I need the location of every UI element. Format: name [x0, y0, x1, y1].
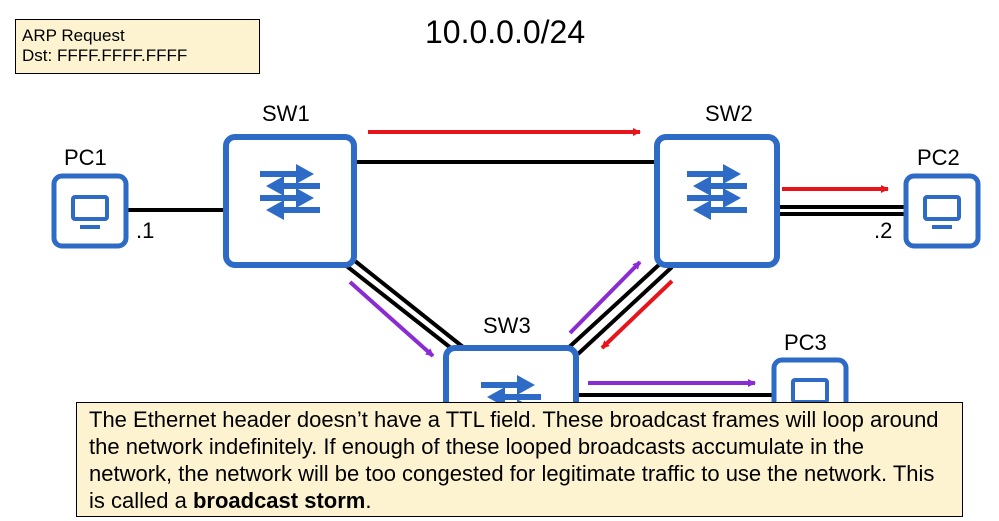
label-pc1: PC1	[64, 145, 107, 170]
switch-sw2[interactable]	[654, 134, 780, 268]
purple-arrow-sw1-to-sw3	[348, 280, 435, 358]
link-sw1-sw3-a	[342, 262, 458, 354]
arp-request-title: ARP Request	[22, 26, 125, 45]
label-sw1: SW1	[262, 101, 310, 126]
arp-request-destination: Dst: FFFF.FFFF.FFFF	[22, 46, 188, 65]
red-arrow-sw2-to-sw3	[600, 279, 674, 350]
arp-request-box: ARP Request Dst: FFFF.FFFF.FFFF	[15, 19, 260, 74]
pc-pc1[interactable]	[51, 173, 129, 249]
note-emphasis: broadcast storm	[192, 488, 366, 513]
subnet-title: 10.0.0.0/24	[425, 14, 586, 50]
note-end: .	[365, 488, 372, 513]
link-sw1-sw3-b	[353, 259, 465, 349]
purple-arrow-sw3-to-sw2	[568, 260, 642, 335]
pc-pc2[interactable]	[903, 173, 981, 249]
explanation-note: The Ethernet header doesn’t have a TTL f…	[76, 402, 963, 517]
label-pc2: PC2	[917, 145, 960, 170]
link-sw3-sw2-a	[564, 260, 664, 352]
label-pc3: PC3	[784, 330, 827, 355]
port-label-pc2: .2	[874, 218, 892, 243]
link-sw3-sw2-b	[576, 265, 674, 356]
port-label-pc1: .1	[136, 218, 154, 243]
switch-sw1[interactable]	[223, 134, 357, 268]
note-text: The Ethernet header doesn’t have a TTL f…	[89, 407, 939, 513]
label-sw3: SW3	[483, 313, 531, 338]
label-sw2: SW2	[705, 101, 753, 126]
